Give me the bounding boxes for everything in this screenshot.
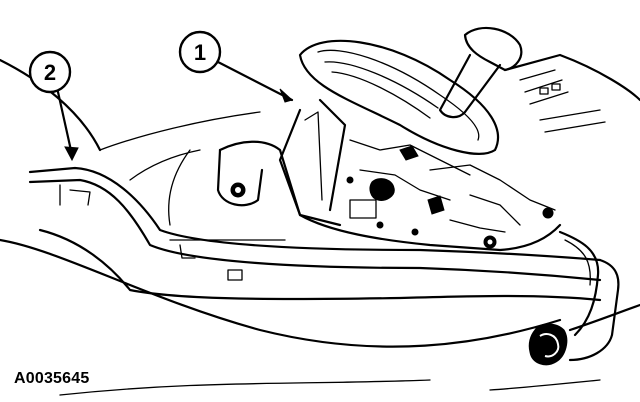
callout-2-leader	[56, 90, 74, 157]
callout-2-arrowhead	[64, 146, 79, 162]
callout-1-leader	[216, 60, 294, 102]
wiring-harness	[528, 230, 600, 366]
callout-1-number: 1	[194, 40, 206, 65]
callout-1-arrowhead	[279, 88, 293, 103]
gearshift-lever-assembly	[216, 26, 640, 252]
callout-1: 1	[178, 30, 222, 74]
floor-tunnel-outline	[0, 58, 640, 396]
callout-2: 2	[28, 50, 72, 94]
figure-id-label: A0035645	[14, 370, 90, 387]
callout-2-number: 2	[44, 60, 56, 85]
floor-console-panel	[28, 166, 620, 362]
